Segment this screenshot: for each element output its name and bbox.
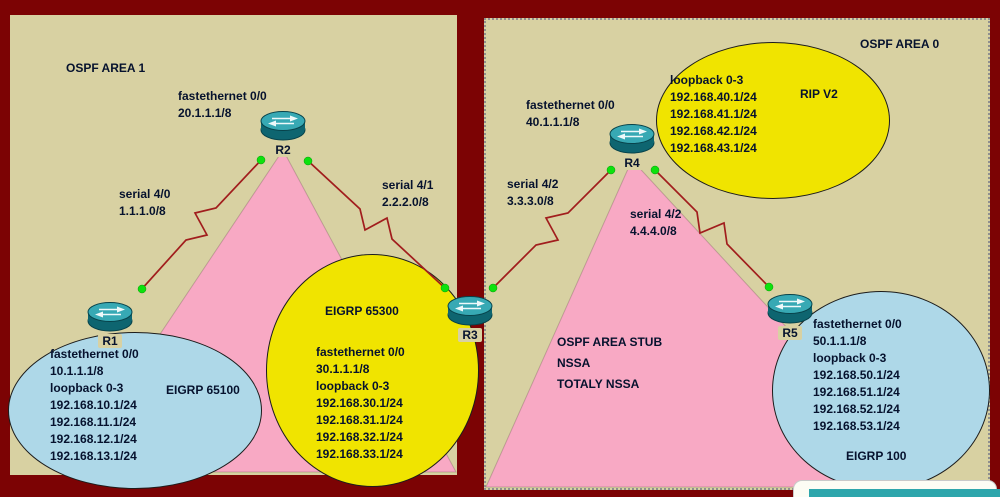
router-icon: [447, 296, 493, 326]
router-r2[interactable]: R2: [260, 111, 306, 159]
ospf-stub-note: OSPF AREA STUB NSSA TOTALY NSSA: [557, 335, 663, 391]
router-r5[interactable]: R5: [767, 294, 813, 342]
router-r4-label: R4: [620, 156, 644, 170]
serial-4-0-label: serial 4/0 1.1.1.0/8: [119, 187, 171, 218]
rip-v2-ellipse: [656, 42, 890, 199]
serial-4-1-label: serial 4/1 2.2.2.0/8: [382, 178, 434, 209]
eigrp-65300-details: fastethernet 0/0 30.1.1.1/8 loopback 0-3…: [316, 345, 405, 461]
eigrp-100-details: fastethernet 0/0 50.1.1.1/8 loopback 0-3…: [813, 317, 902, 433]
link-r3-r4[interactable]: [490, 167, 614, 291]
router-icon: [87, 302, 133, 332]
ospf-area-1-title: OSPF AREA 1: [66, 61, 146, 75]
link-status-dot: [303, 156, 313, 166]
link-status-dot: [137, 284, 147, 294]
r2-fastethernet-label: fastethernet 0/0 20.1.1.1/8: [178, 89, 267, 120]
router-r1[interactable]: R1: [87, 302, 133, 350]
eigrp-100-title: EIGRP 100: [846, 449, 907, 463]
router-icon: [260, 111, 306, 141]
ospf-area-0-title: OSPF AREA 0: [860, 37, 940, 51]
router-r3-label: R3: [458, 328, 482, 342]
r4-fastethernet-label: fastethernet 0/0 40.1.1.1/8: [526, 98, 615, 129]
rip-v2-title: RIP V2: [800, 87, 838, 101]
router-r3[interactable]: R3: [447, 296, 493, 344]
eigrp-65100-details: fastethernet 0/0 10.1.1.1/8 loopback 0-3…: [50, 347, 139, 463]
eigrp-100-ellipse: [772, 291, 990, 490]
background-window-bar[interactable]: [809, 489, 1000, 497]
serial-4-2-a-label: serial 4/2 3.3.3.0/8: [507, 177, 559, 208]
router-r2-label: R2: [271, 143, 295, 157]
eigrp-65300-title: EIGRP 65300: [325, 304, 399, 318]
rip-v2-details: loopback 0-3 192.168.40.1/24 192.168.41.…: [670, 73, 757, 155]
eigrp-65100-title: EIGRP 65100: [166, 383, 240, 397]
link-status-dot: [650, 165, 660, 175]
link-r1-r2[interactable]: [139, 157, 264, 292]
router-r1-label: R1: [98, 334, 122, 348]
router-r5-label: R5: [778, 326, 802, 340]
eigrp-65300-ellipse: [266, 254, 479, 487]
link-status-dot: [256, 155, 266, 165]
link-status-dot: [440, 283, 450, 293]
link-status-dot: [488, 283, 498, 293]
serial-4-2-b-label: serial 4/2 4.4.4.0/8: [630, 207, 682, 238]
link-status-dot: [764, 282, 774, 292]
eigrp-65100-ellipse: [8, 332, 262, 489]
link-status-dot: [606, 165, 616, 175]
router-icon: [609, 124, 655, 154]
router-r4[interactable]: R4: [609, 124, 655, 172]
link-r2-r3[interactable]: [305, 158, 448, 291]
router-icon: [767, 294, 813, 324]
link-r4-r5[interactable]: [652, 167, 772, 290]
